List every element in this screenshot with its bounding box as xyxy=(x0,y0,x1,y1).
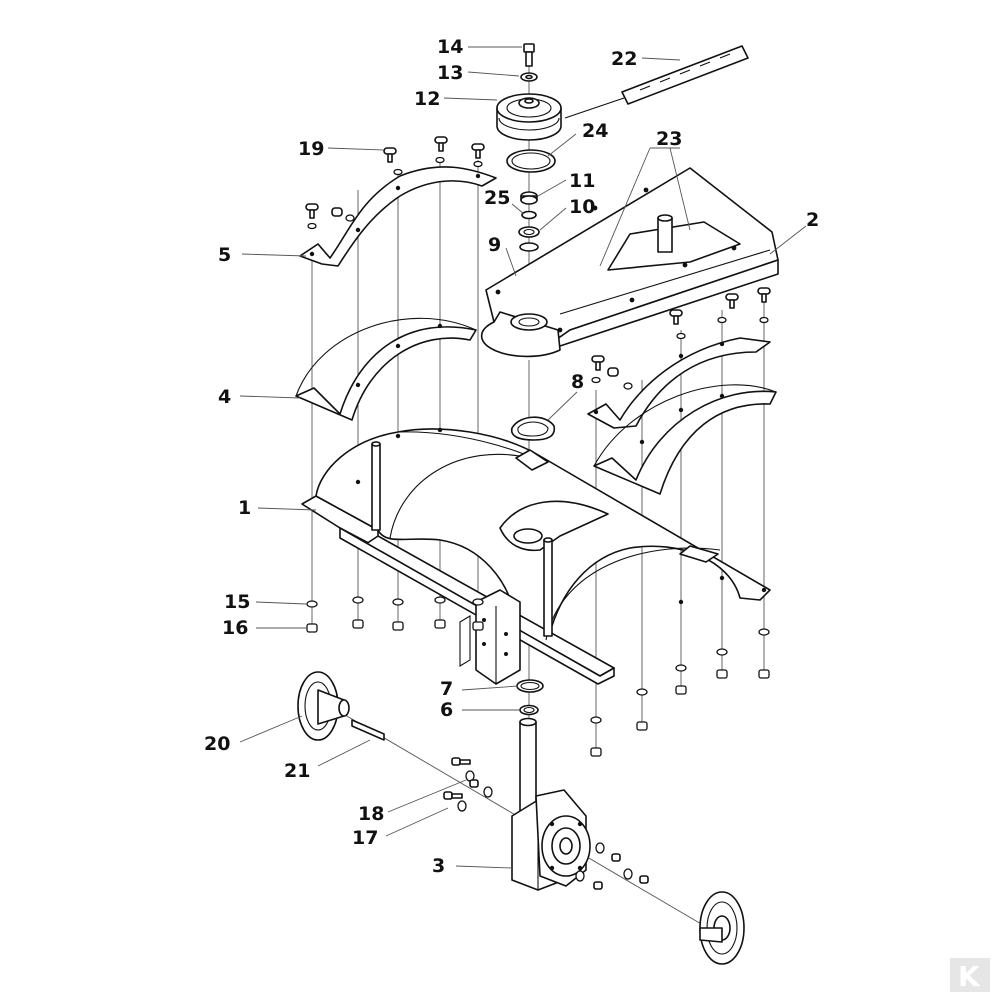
hub-flange-20 xyxy=(297,671,350,741)
brand-logo: K xyxy=(950,958,990,993)
bracket-5 xyxy=(299,166,497,267)
label-12: 12 xyxy=(414,88,440,110)
pulley-12 xyxy=(496,93,562,141)
ring-24 xyxy=(506,149,556,173)
gearbox-3 xyxy=(511,717,591,891)
belt-22 xyxy=(564,45,749,119)
label-23: 23 xyxy=(656,128,682,150)
label-17: 17 xyxy=(352,827,378,849)
brand-logo-text: K xyxy=(958,960,981,993)
gasket-8 xyxy=(510,416,556,441)
washer-10b xyxy=(519,242,539,252)
washer-25 xyxy=(521,210,537,220)
label-18: 18 xyxy=(358,803,384,825)
label-19: 19 xyxy=(298,138,324,160)
key-21 xyxy=(351,719,385,741)
hub-flange-right xyxy=(699,891,745,965)
label-13: 13 xyxy=(437,62,463,84)
bracket-right xyxy=(587,337,771,429)
label-8: 8 xyxy=(571,371,584,393)
screws-19 xyxy=(305,136,485,230)
washer-13 xyxy=(520,72,538,82)
fender-right xyxy=(593,384,777,495)
callout-labels: 14 13 12 22 24 23 19 11 25 10 9 2 5 4 8 … xyxy=(204,36,819,877)
label-16: 16 xyxy=(222,617,248,639)
label-5: 5 xyxy=(218,244,231,266)
bearing-10 xyxy=(518,226,540,238)
label-3: 3 xyxy=(432,855,445,877)
label-25: 25 xyxy=(484,187,510,209)
label-22: 22 xyxy=(611,48,637,70)
leader-lines xyxy=(239,46,807,869)
label-4: 4 xyxy=(218,386,231,408)
label-1: 1 xyxy=(238,497,251,519)
label-7: 7 xyxy=(440,678,453,700)
bolts-18 xyxy=(451,757,493,798)
bolts-right-gearbox xyxy=(575,842,649,890)
screws-right xyxy=(591,287,771,390)
label-11: 11 xyxy=(569,170,595,192)
label-15: 15 xyxy=(224,591,250,613)
bolt-14 xyxy=(523,43,535,67)
label-10: 10 xyxy=(569,196,595,218)
label-2: 2 xyxy=(806,209,819,231)
fender-4 xyxy=(295,317,477,421)
label-20: 20 xyxy=(204,733,230,755)
label-14: 14 xyxy=(437,36,463,58)
washers-15 xyxy=(306,596,484,608)
oring-7 xyxy=(516,679,544,693)
bushing-11 xyxy=(520,191,538,205)
label-9: 9 xyxy=(488,234,501,256)
frame-2 xyxy=(480,167,779,358)
label-21: 21 xyxy=(284,760,310,782)
oring-6 xyxy=(519,704,539,716)
nuts-16 xyxy=(306,619,484,633)
label-6: 6 xyxy=(440,699,453,721)
label-24: 24 xyxy=(582,120,608,142)
tine-cover-1 xyxy=(301,427,771,685)
bolts-17 xyxy=(443,791,467,812)
nuts-right xyxy=(590,628,770,757)
